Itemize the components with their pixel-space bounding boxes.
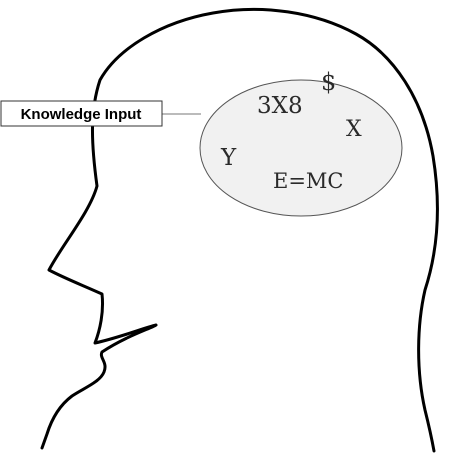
brain-region xyxy=(199,79,403,217)
symbol-y: Y xyxy=(220,145,237,171)
symbol-x: X xyxy=(346,117,362,142)
knowledge-input-label: Knowledge Input xyxy=(21,106,142,123)
head-outline xyxy=(40,7,439,453)
symbol-dollar: $ xyxy=(321,68,336,96)
symbol-equation: E=MC xyxy=(273,169,344,193)
symbol-3x8: 3X8 xyxy=(257,93,303,119)
knowledge-input-label-box xyxy=(0,100,163,127)
